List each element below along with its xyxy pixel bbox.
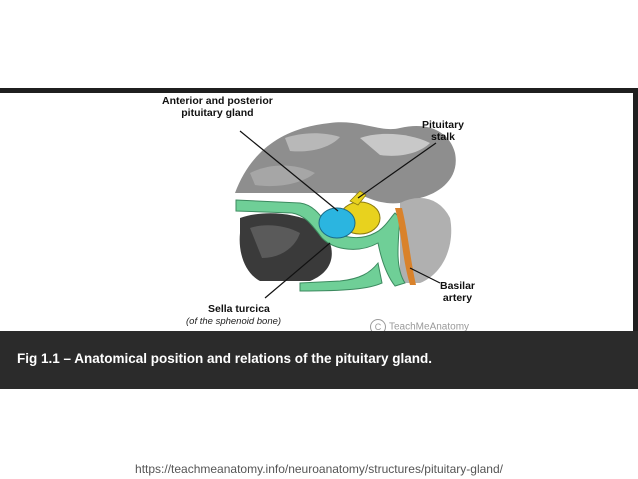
caption-bar: Fig 1.1 – Anatomical position and relati… (0, 331, 638, 389)
basilar-label-line1: Basilar (440, 280, 476, 292)
source-url[interactable]: https://teachmeanatomy.info/neuroanatomy… (135, 462, 503, 476)
gland-label-line2: pituitary gland (181, 107, 254, 119)
basilar-label-line2: artery (442, 292, 473, 304)
stalk-label-line2: stalk (431, 131, 455, 143)
figure-frame: Anterior and posterior pituitary gland P… (0, 88, 638, 389)
gland-label-line1: Anterior and posterior (162, 95, 273, 107)
sella-turcica-label: Sella turcica (208, 303, 270, 315)
basilar-artery-label: Basilar artery (440, 280, 475, 304)
basilar-leader-line (409, 267, 441, 284)
stalk-leader-line (357, 142, 437, 199)
gland-leader-line (239, 130, 339, 212)
stalk-label-line1: Pituitary (422, 119, 465, 131)
gland-label: Anterior and posterior pituitary gland (162, 95, 273, 119)
sella-leader-line (264, 242, 331, 299)
watermark-text: TeachMeAnatomy (389, 321, 470, 331)
copyright-icon: C (370, 319, 386, 331)
pituitary-diagram (235, 122, 456, 299)
basilar-artery (395, 208, 416, 285)
anterior-pituitary (318, 207, 356, 239)
figure-caption: Fig 1.1 – Anatomical position and relati… (17, 351, 433, 366)
anatomy-illustration: Anterior and posterior pituitary gland P… (0, 93, 633, 331)
sella-turcica-sublabel: (of the sphenoid bone) (186, 316, 282, 327)
sella-label-line1: Sella turcica (208, 303, 270, 315)
stalk-label: Pituitary stalk (422, 119, 464, 143)
